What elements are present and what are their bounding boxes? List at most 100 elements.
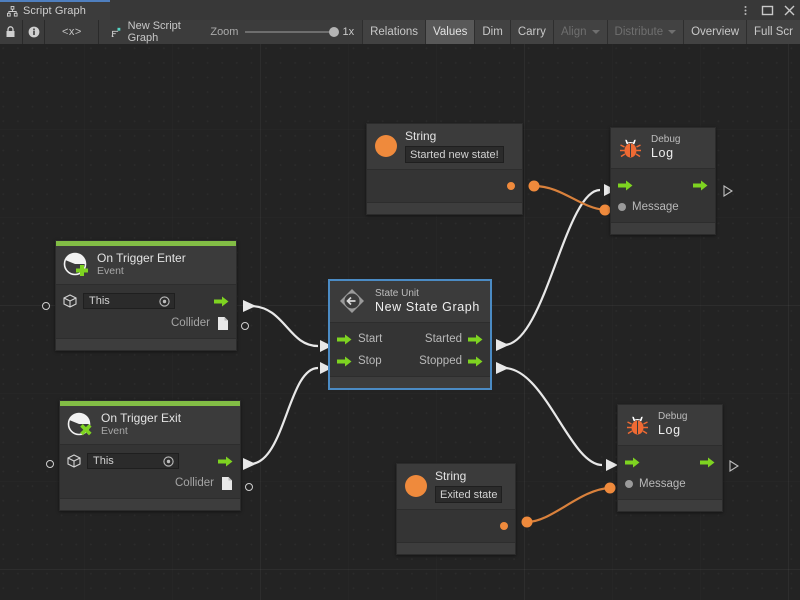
node-header: State Unit New State Graph [330,281,490,323]
flow-output-arrow-icon[interactable] [693,180,708,191]
value-output-port[interactable] [507,182,515,190]
flow-output-arrow-icon[interactable] [214,296,229,307]
node-body: Start Started Stop [330,323,490,376]
node-footer [367,202,522,214]
node-debug-log-bottom[interactable]: Debug Log Message [617,404,723,512]
node-footer [56,338,236,350]
collider-label: Collider [171,317,210,329]
node-body: Message [611,169,715,222]
node-footer [397,542,515,554]
message-label: Message [632,201,679,213]
flow-row [618,451,722,473]
node-body [397,510,515,542]
kebab-menu-icon[interactable] [739,4,752,17]
flow-output-arrow-icon[interactable] [468,356,483,367]
message-input-port[interactable] [625,480,633,488]
port-debug-log-bottom-flow-out[interactable] [729,459,740,477]
values-label: Values [433,26,468,38]
port-debug-log-top-flow-out[interactable] [723,184,734,202]
carry-button[interactable]: Carry [509,20,553,44]
maximize-icon[interactable] [761,4,774,17]
string-value-input[interactable]: Exited state [435,486,503,503]
node-title-small: State Unit [375,287,419,299]
lock-icon [6,26,15,37]
node-header-text: On Trigger Enter Event [97,251,186,278]
values-button[interactable]: Values [425,20,475,44]
node-title-small: Debug [658,411,688,422]
overview-button[interactable]: Overview [683,20,747,44]
node-header: String Exited state [397,464,515,510]
close-icon[interactable] [783,4,796,17]
graph-canvas[interactable]: String Started new state! [0,44,800,600]
flow-input-arrow-icon[interactable] [337,356,352,367]
zoom-value: 1x [342,26,355,38]
flow-output-arrow-icon[interactable] [468,334,483,345]
relations-button[interactable]: Relations [362,20,426,44]
stop-label: Stop [358,355,382,367]
node-header: String Started new state! [367,124,522,170]
full-screen-button[interactable]: Full Scr [746,20,800,44]
node-on-trigger-enter[interactable]: On Trigger Enter Event This [55,240,237,351]
node-state-unit[interactable]: State Unit New State Graph Start Started [329,280,491,389]
graph-name-field[interactable]: New Script Graph [99,20,206,44]
node-string-exited[interactable]: String Exited state [396,463,516,555]
target-picker-icon[interactable] [159,295,170,307]
start-label: Start [358,333,383,345]
zoom-slider[interactable] [245,27,340,37]
zoom-control[interactable]: Zoom 1x [206,20,362,44]
node-footer [330,376,490,388]
collider-document-icon [222,476,232,490]
align-label: Align [560,26,587,38]
target-dropdown[interactable]: This [83,293,175,309]
message-input-port[interactable] [618,203,626,211]
event-circle-plus-icon [63,252,88,276]
collider-document-icon [218,316,228,330]
node-string-started[interactable]: String Started new state! [366,123,523,215]
event-accent-bar [60,401,240,406]
node-footer [618,499,722,511]
flow-output-arrow-icon[interactable] [218,456,233,467]
dim-label: Dim [482,26,503,38]
ring-port-icon [46,460,54,468]
triangle-port-icon [723,185,734,197]
port-on-trigger-exit-left[interactable] [46,460,54,468]
node-body: Message [618,446,722,499]
flow-output-arrow-icon[interactable] [700,457,715,468]
tab-script-graph[interactable]: Script Graph [0,0,110,20]
lock-button[interactable] [0,20,23,44]
port-on-trigger-enter-left[interactable] [42,302,50,310]
code-view-button[interactable]: <x> [45,20,100,44]
started-label: Started [424,333,462,345]
flow-input-arrow-icon[interactable] [337,334,352,345]
graph-edges [243,180,618,528]
message-input-row: Message [618,473,722,495]
align-button[interactable]: Align [552,20,607,44]
node-debug-log-top[interactable]: Debug Log Message [610,127,716,235]
node-header-text: Debug Log [658,411,687,438]
stop-stopped-row: Stop Stopped [330,350,490,372]
string-orange-circle-icon [405,475,427,497]
port-on-trigger-enter-collider-out[interactable] [241,322,249,330]
node-body [367,170,522,202]
flow-input-arrow-icon[interactable] [618,180,633,191]
node-header: On Trigger Exit Event [60,406,240,445]
collider-label: Collider [175,477,214,489]
node-output-row [397,519,515,533]
graph-name-label: New Script Graph [127,20,181,44]
flow-input-arrow-icon[interactable] [625,457,640,468]
info-button[interactable] [23,20,46,44]
target-picker-icon[interactable] [163,455,174,467]
port-on-trigger-exit-collider-out[interactable] [245,483,253,491]
distribute-button[interactable]: Distribute [606,20,684,44]
dim-button[interactable]: Dim [474,20,510,44]
node-header-text: String Exited state [435,469,503,503]
target-row: This [56,290,236,312]
value-output-port[interactable] [500,522,508,530]
chevron-down-icon [591,30,600,34]
toolbar: <x> New Script Graph Zoom 1x Relations V… [0,20,800,45]
string-value-input[interactable]: Started new state! [405,146,504,163]
target-dropdown[interactable]: This [87,453,179,469]
node-on-trigger-exit[interactable]: On Trigger Exit Event This [59,400,241,511]
gameobject-cube-icon [67,454,81,468]
zoom-slider-handle[interactable] [329,27,340,37]
